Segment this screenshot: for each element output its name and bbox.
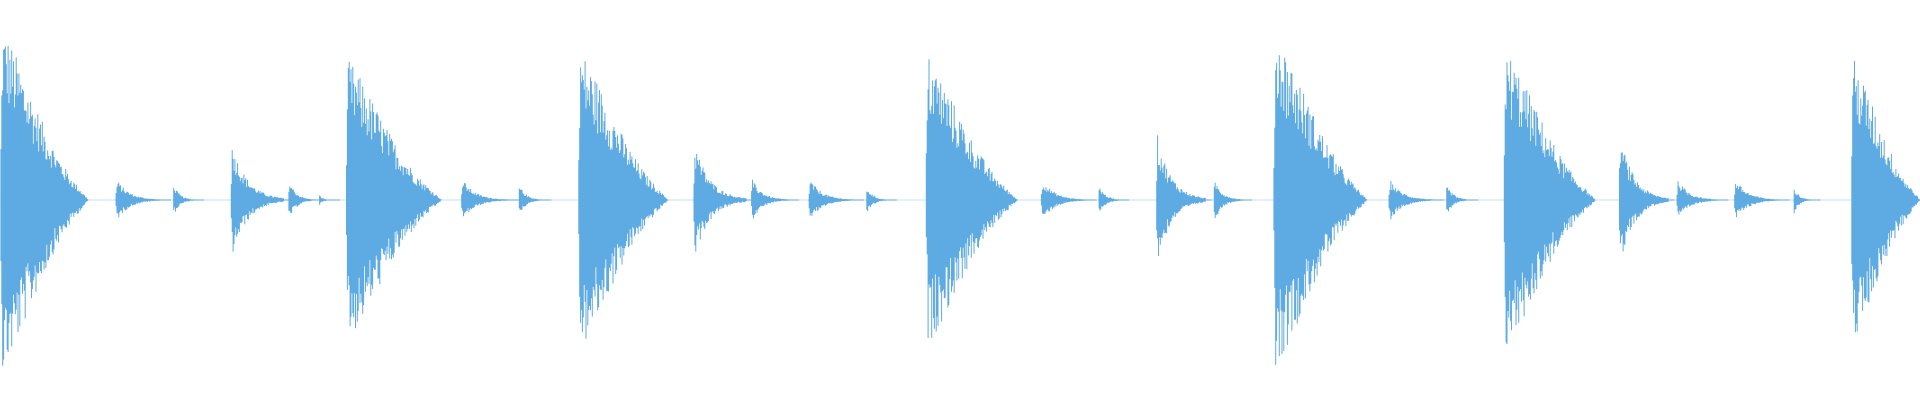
waveform-hits [0, 45, 1920, 366]
waveform-hit-tick [518, 188, 552, 210]
waveform-hit-shape [115, 182, 172, 218]
waveform-hit-kick [346, 61, 442, 329]
waveform-hit-tick [172, 187, 204, 212]
waveform-hit-tick [750, 179, 799, 219]
waveform-hit-shape [460, 183, 519, 217]
waveform-hit-snare [1618, 152, 1675, 252]
waveform-hit-shape [518, 188, 552, 210]
waveform-hit-snare [230, 150, 291, 252]
waveform-hit-shape [318, 195, 341, 205]
waveform-hit-shape [1618, 152, 1675, 252]
waveform-hit-tick [865, 191, 897, 211]
waveform-hit-tick [1213, 182, 1253, 218]
waveform-hit-tick [288, 186, 323, 214]
waveform-hit-tick [1445, 187, 1479, 212]
waveform-hit-shape [693, 153, 753, 252]
waveform-hit-shape [1445, 187, 1479, 212]
waveform-hit-kick [1503, 60, 1596, 344]
waveform-hit-kick [578, 61, 669, 339]
waveform-hit-shape [172, 187, 204, 212]
waveform-hit-shape [1213, 182, 1253, 218]
waveform-hit-shape [230, 150, 291, 252]
waveform-hit-shape [1273, 55, 1368, 365]
waveform-hit-shape [1155, 135, 1212, 256]
waveform-hit-kick [1851, 60, 1920, 333]
waveform-hit-tick [1676, 181, 1729, 215]
waveform-hit-shape [578, 61, 669, 339]
waveform-hit-shape [750, 179, 799, 219]
waveform-hit-shape [1793, 189, 1821, 214]
waveform-hit-shape [1676, 181, 1729, 215]
waveform-hit-shape [1851, 60, 1920, 333]
waveform-hit-kick [1273, 55, 1368, 365]
waveform-hit-shape [865, 191, 897, 211]
waveform-hit-shape [0, 45, 89, 366]
waveform-hit-shape [1388, 181, 1445, 220]
waveform-hit-shape [1733, 183, 1790, 218]
waveform-hit-shape [925, 59, 1018, 338]
waveform-hit-shape [346, 61, 442, 329]
waveform-hit-kick [0, 45, 89, 366]
waveform-hit-tick [1733, 183, 1790, 218]
waveform-hit-tick [1040, 187, 1097, 214]
waveform-hit-tick [1098, 188, 1130, 211]
waveform-hit-kick [925, 59, 1018, 338]
waveform-hit-snare [693, 153, 753, 252]
waveform-hit-snare [1155, 135, 1212, 256]
waveform-hit-shape [1503, 60, 1596, 344]
waveform-hit-shape [1098, 188, 1130, 211]
waveform-hit-tick [1388, 181, 1445, 220]
waveform-hit-shape [288, 186, 323, 214]
waveform-hit-tick [808, 182, 865, 216]
waveform-hit-tick [115, 182, 172, 218]
waveform-hit-shape [808, 182, 865, 216]
waveform-hit-shape [1040, 187, 1097, 214]
waveform-hit-tick [460, 183, 519, 217]
waveform-hit-tick [318, 195, 341, 205]
waveform-hit-tick [1793, 189, 1821, 214]
